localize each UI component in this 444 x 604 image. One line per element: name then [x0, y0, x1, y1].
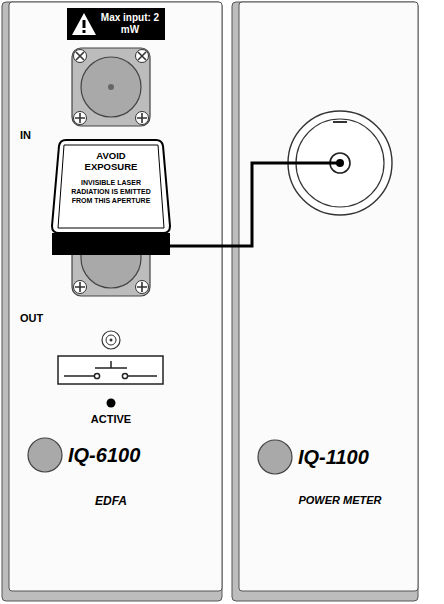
warning-triangle — [72, 13, 96, 35]
panel-face — [239, 2, 418, 591]
panel-face — [9, 2, 222, 591]
model-name: IQ-6100 — [68, 443, 140, 467]
eject-button — [28, 438, 62, 472]
monitor-jack — [102, 331, 120, 349]
indicator-label: ACTIVE — [91, 413, 131, 425]
panel-bevel — [232, 2, 418, 601]
laser-warning-label — [52, 140, 170, 233]
warning-body: INVISIBLE LASER RADIATION IS EMITTED FRO… — [69, 178, 153, 205]
warning-plate — [67, 8, 165, 40]
in-connector — [72, 48, 150, 126]
model-name: IQ-1100 — [298, 445, 369, 469]
label-band — [52, 233, 170, 255]
laser-warning-label: AVOID EXPOSURE INVISIBLE LASER RADIATION … — [52, 140, 170, 257]
active-led — [107, 399, 116, 408]
eject-button — [258, 440, 292, 474]
panel-bevel — [2, 2, 222, 601]
max-input-label: Max input: 2 mW — [67, 8, 165, 40]
monitor-jack — [106, 335, 116, 345]
port-label: OUT — [20, 312, 43, 324]
switch-symbol — [58, 356, 163, 384]
edfa-panel: Max input: 2 mW AVOID EXPOSURE INVISIBLE L… — [5, 2, 220, 597]
warning-heading: AVOID EXPOSURE — [69, 150, 153, 172]
module-name: EDFA — [95, 494, 127, 508]
warning-text: Max input: 2 mW — [97, 12, 163, 36]
power-meter-panel: IQ-1100POWER METER — [232, 2, 418, 597]
warning-mark — [83, 20, 86, 28]
label-inner-border — [58, 145, 164, 228]
port-label: IN — [20, 129, 31, 141]
module-name: POWER METER — [298, 494, 381, 507]
monitor-jack — [110, 339, 113, 342]
fiber-cable — [170, 163, 340, 246]
warning-mark — [83, 30, 86, 33]
